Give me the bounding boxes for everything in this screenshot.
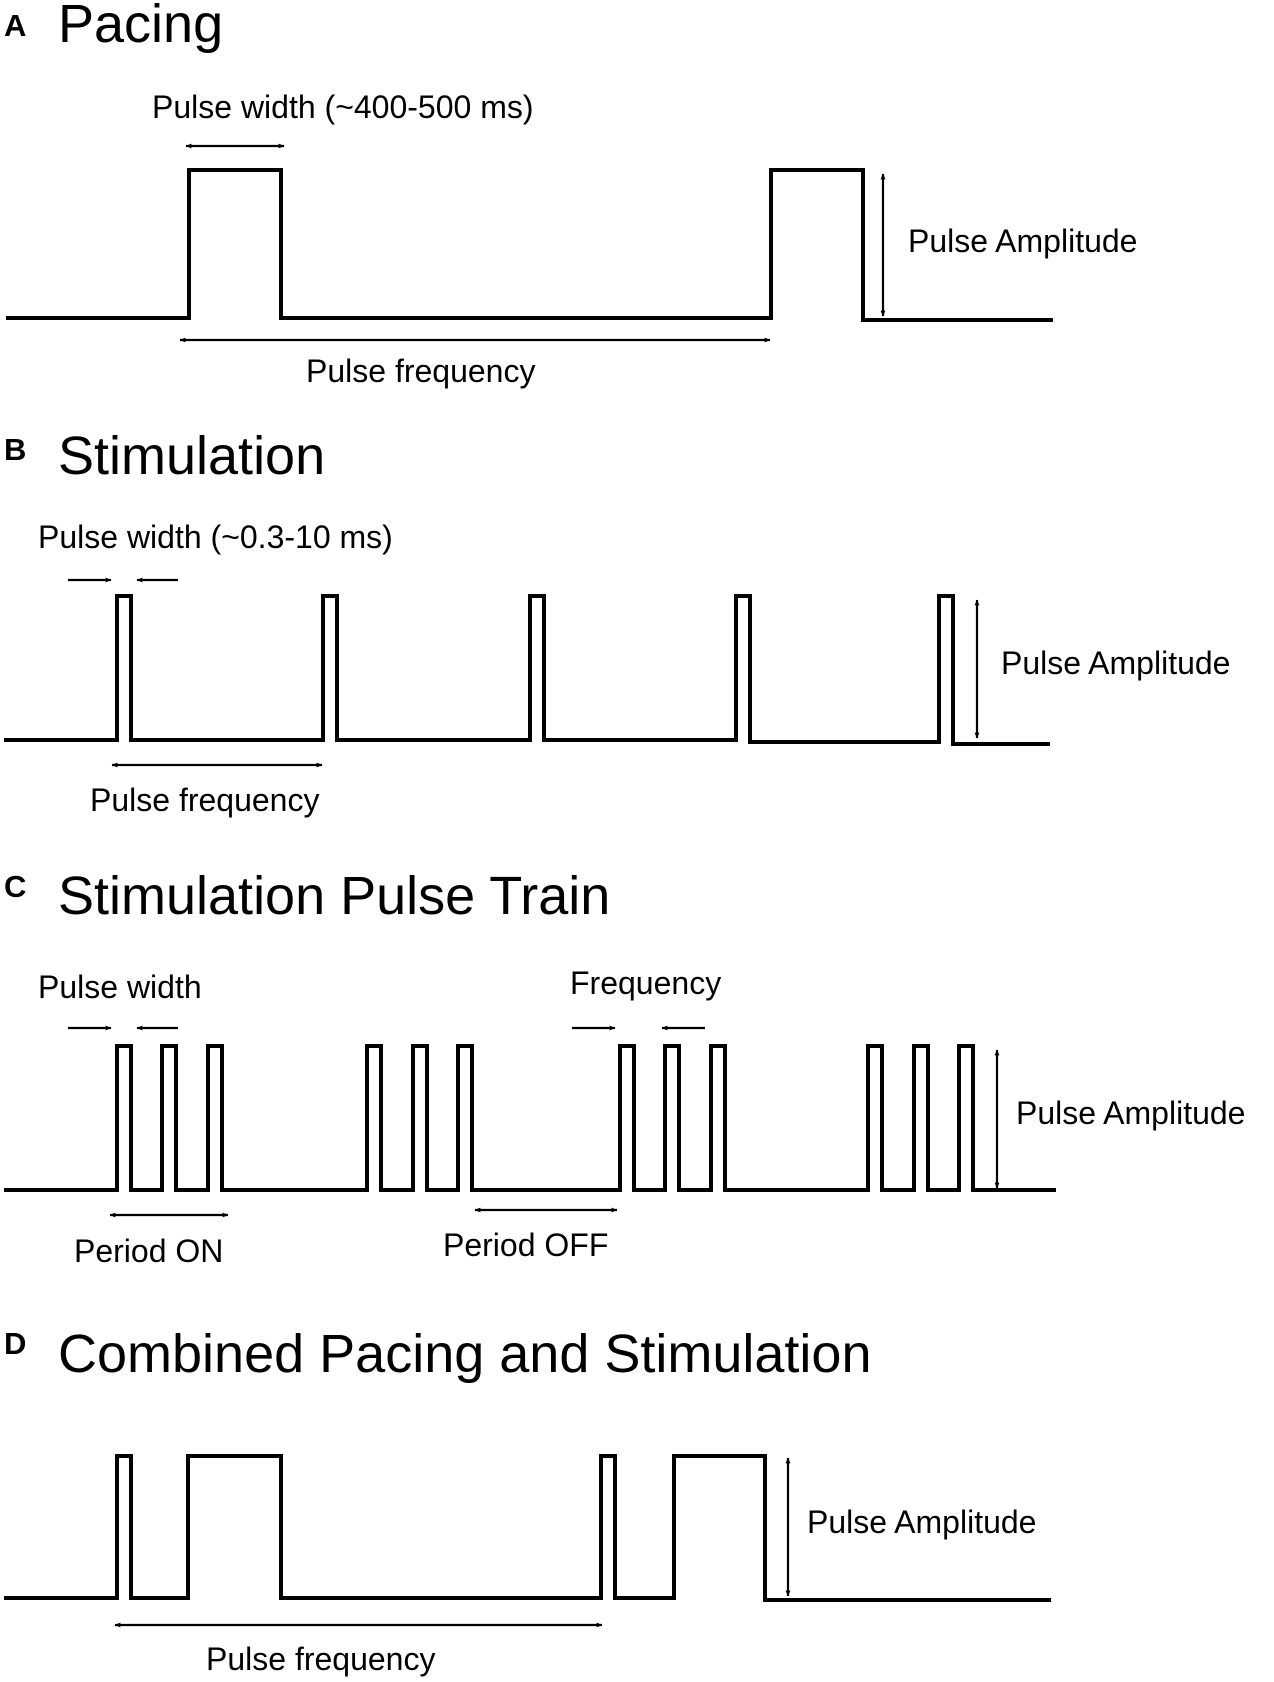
panel-c-pulse-width-label: Pulse width <box>38 969 202 1005</box>
panel-a-title: Pacing <box>58 0 223 54</box>
panel-d-letter: D <box>4 1326 26 1361</box>
panel-a: A Pacing Pulse width (~400-500 ms) Pulse… <box>4 0 1137 389</box>
panel-c-letter: C <box>4 869 26 904</box>
panel-b-amplitude-label: Pulse Amplitude <box>1001 645 1230 681</box>
panel-a-waveform <box>6 168 1053 322</box>
panel-b-waveform <box>4 594 1050 746</box>
panel-c-period-on-label: Period ON <box>74 1233 223 1269</box>
panel-c-title: Stimulation Pulse Train <box>58 866 610 926</box>
panel-c: C Stimulation Pulse Train Pulse width Fr… <box>4 866 1245 1269</box>
panel-c-amplitude-label: Pulse Amplitude <box>1016 1095 1245 1131</box>
panel-d-amplitude-label: Pulse Amplitude <box>807 1504 1036 1540</box>
panel-a-amplitude-label: Pulse Amplitude <box>908 223 1137 259</box>
panel-b-letter: B <box>4 432 26 467</box>
panel-a-pulse-width-label: Pulse width (~400-500 ms) <box>152 89 534 125</box>
panel-a-frequency-label: Pulse frequency <box>306 353 535 389</box>
panel-c-frequency-label: Frequency <box>570 965 721 1001</box>
panel-b-pulse-width-label: Pulse width (~0.3-10 ms) <box>38 519 393 555</box>
panel-c-waveform <box>4 1044 1056 1192</box>
panel-d-title: Combined Pacing and Stimulation <box>58 1324 871 1384</box>
panel-b: B Stimulation Pulse width (~0.3-10 ms) P… <box>4 426 1230 818</box>
panel-a-letter: A <box>4 8 26 43</box>
panel-b-title: Stimulation <box>58 426 325 486</box>
panel-b-frequency-label: Pulse frequency <box>90 782 319 818</box>
panel-d-waveform <box>4 1454 1051 1602</box>
panel-d-frequency-label: Pulse frequency <box>206 1641 435 1677</box>
panel-d: D Combined Pacing and Stimulation Pulse … <box>4 1324 1051 1677</box>
panel-c-period-off-label: Period OFF <box>443 1227 608 1263</box>
